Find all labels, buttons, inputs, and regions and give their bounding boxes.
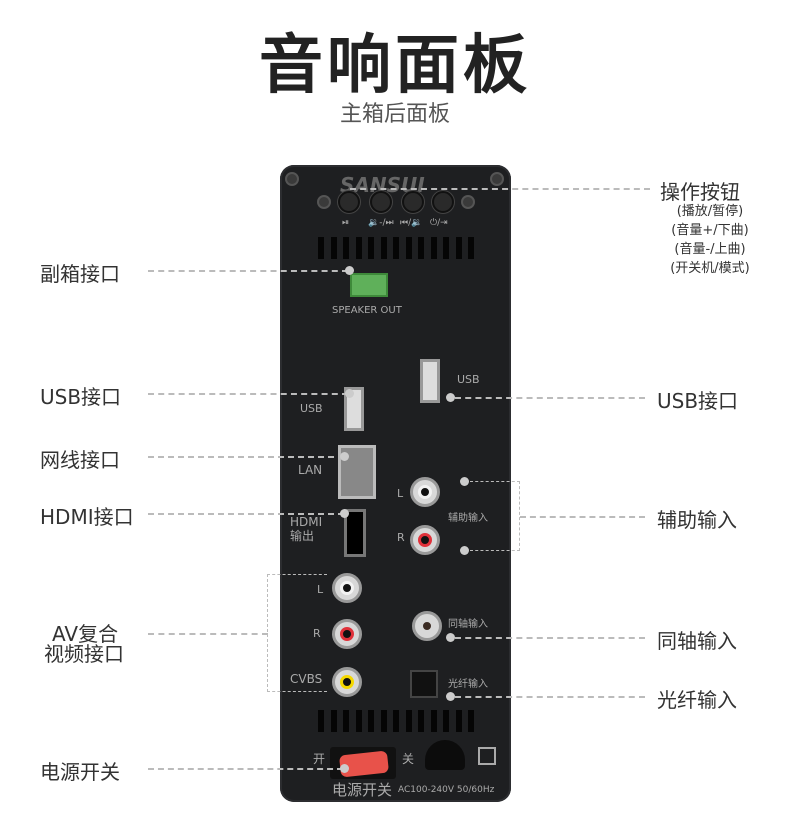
leader-line <box>148 513 344 515</box>
speaker-out-label: SPEAKER OUT <box>332 305 402 316</box>
leader-line <box>148 393 348 395</box>
hdmi-port[interactable] <box>344 509 366 557</box>
av-l-label: L <box>317 583 324 596</box>
label-sub-speaker: 副箱接口 <box>40 262 120 286</box>
leader-dot <box>460 477 469 486</box>
button-desc: (播放/暂停) <box>676 204 744 219</box>
usb-left-label: USB <box>300 402 323 415</box>
usb-port-right[interactable] <box>420 359 440 403</box>
av-right-jack[interactable] <box>332 619 362 649</box>
cvbs-label: CVBS <box>290 672 323 686</box>
label-optical: 光纤输入 <box>657 688 737 712</box>
aux-r-label: R <box>397 531 405 544</box>
power-switch-housing <box>330 747 396 779</box>
label-usb-right: USB接口 <box>657 389 739 413</box>
screw-icon <box>461 195 475 209</box>
screw-icon <box>285 172 299 186</box>
lan-label: LAN <box>298 463 323 477</box>
power-switch-label: 电源开关 <box>332 781 393 799</box>
volume-down-prev-button[interactable] <box>402 191 424 213</box>
leader-dot <box>345 266 354 275</box>
coax-in-label: 同轴输入 <box>448 619 488 630</box>
page-subtitle: 主箱后面板 <box>339 102 450 127</box>
coax-in-jack[interactable] <box>412 611 442 641</box>
leader-dot <box>446 633 455 642</box>
label-hdmi: HDMI接口 <box>40 505 134 529</box>
button-desc: (开关机/模式) <box>670 261 750 276</box>
play-pause-icon: ⏯ <box>342 218 350 228</box>
hdmi-label: HDMI 输出 <box>290 515 323 543</box>
leader-dot <box>345 389 354 398</box>
label-coax: 同轴输入 <box>657 629 737 653</box>
speaker-out-terminal[interactable] <box>350 273 388 297</box>
leader-dot <box>340 452 349 461</box>
play-pause-button[interactable] <box>338 191 360 213</box>
leader-dot <box>340 509 349 518</box>
av-r-label: R <box>313 627 321 640</box>
label-usb-left: USB接口 <box>40 385 122 409</box>
leader-line <box>350 188 650 190</box>
buttons-sub-list: (播放/暂停) (音量+/下曲) (音量-/上曲) (开关机/模式) <box>640 202 780 278</box>
vent-top <box>318 237 474 259</box>
leader-line <box>520 516 645 518</box>
leader-line <box>148 456 344 458</box>
aux-bracket <box>470 481 520 551</box>
label-aux: 辅助输入 <box>657 508 737 532</box>
power-icon: ⏻/⇥ <box>430 218 448 228</box>
label-av-line2: 视频接口 <box>44 642 124 666</box>
aux-l-label: L <box>397 487 404 500</box>
leader-line <box>148 633 268 635</box>
leader-dot <box>446 692 455 701</box>
av-left-jack[interactable] <box>332 573 362 603</box>
vent-bottom <box>318 710 474 732</box>
screw-icon <box>317 195 331 209</box>
label-lan: 网线接口 <box>40 448 120 472</box>
usb-port-left[interactable] <box>344 387 364 431</box>
leader-line <box>148 768 343 770</box>
on-label: 开 <box>313 752 326 766</box>
cvbs-jack[interactable] <box>332 667 362 697</box>
leader-dot <box>340 764 349 773</box>
leader-dot <box>446 393 455 402</box>
label-buttons: 操作按钮 <box>660 180 740 204</box>
optical-in-port[interactable] <box>410 670 438 698</box>
off-label: 关 <box>402 752 415 766</box>
optical-in-label: 光纤输入 <box>448 679 488 690</box>
page-title: 音响面板 <box>259 29 531 103</box>
button-desc: (音量+/下曲) <box>671 223 749 238</box>
double-insulation-icon <box>478 747 496 765</box>
volume-down-icon: ⏮/🔉 <box>400 218 423 228</box>
usb-right-label: USB <box>457 373 480 386</box>
leader-line <box>148 270 348 272</box>
speaker-back-panel: SANSUI ⏯ 🔉-/⏭ ⏮/🔉 ⏻/⇥ SPEAKER OUT USB US… <box>280 165 511 802</box>
volume-up-icon: 🔉-/⏭ <box>368 218 394 228</box>
aux-in-right-jack[interactable] <box>410 525 440 555</box>
av-bracket <box>267 574 327 692</box>
power-mode-button[interactable] <box>432 191 454 213</box>
aux-in-label: 辅助输入 <box>448 513 488 524</box>
aux-in-left-jack[interactable] <box>410 477 440 507</box>
leader-line <box>455 637 645 639</box>
label-power: 电源开关 <box>40 760 120 784</box>
leader-line <box>455 696 645 698</box>
leader-line <box>455 397 645 399</box>
button-desc: (音量-/上曲) <box>674 242 746 257</box>
volume-up-next-button[interactable] <box>370 191 392 213</box>
label-av-line1: AV复合 <box>52 622 119 646</box>
power-spec-label: AC100-240V 50/60Hz <box>398 785 495 795</box>
power-cord <box>425 740 465 770</box>
screw-icon <box>490 172 504 186</box>
leader-dot <box>460 546 469 555</box>
